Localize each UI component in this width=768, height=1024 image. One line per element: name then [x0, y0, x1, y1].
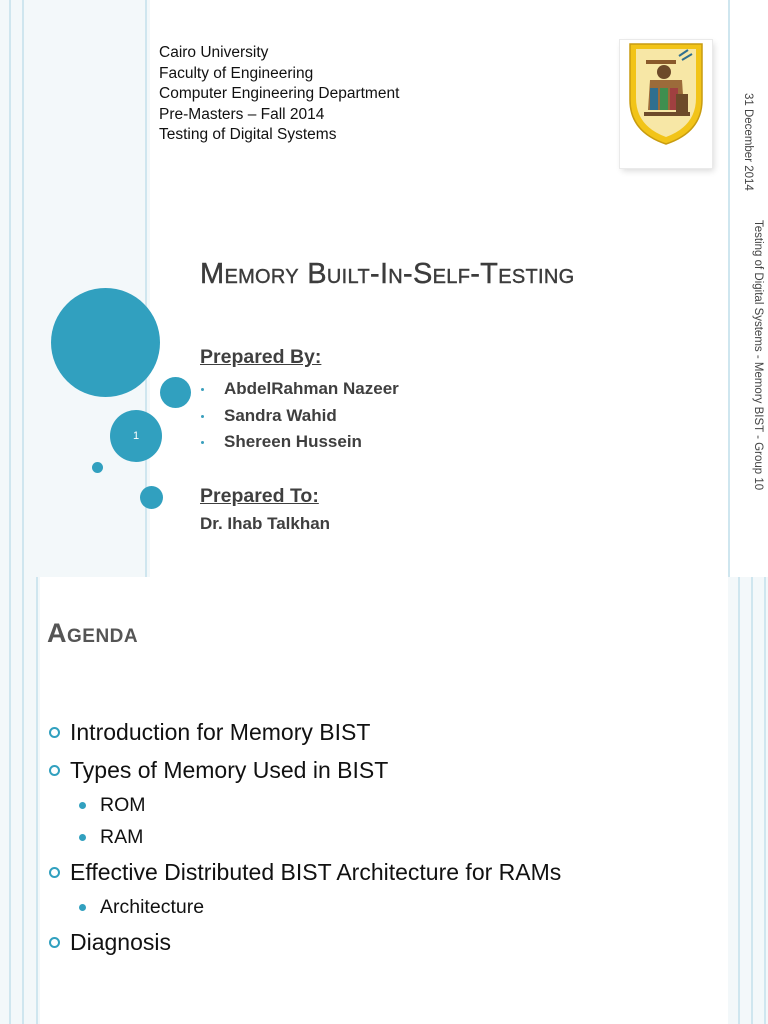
- university-line: Pre-Masters – Fall 2014: [159, 105, 325, 123]
- bullet-icon: [201, 441, 204, 444]
- university-line: Cairo University: [159, 44, 269, 61]
- agenda-subitem-label: ROM: [100, 794, 146, 816]
- decor-circle: [160, 377, 191, 408]
- university-line: Computer Engineering Department: [159, 85, 400, 103]
- decor-line: [764, 577, 766, 1024]
- agenda-item-label: Effective Distributed BIST Architecture …: [70, 859, 562, 885]
- side-caption: Testing of Digital Systems - Memory BIST…: [752, 220, 764, 491]
- dot-bullet-icon: [79, 802, 86, 809]
- decor-line: [22, 577, 24, 1024]
- decor-line: [36, 577, 38, 1024]
- author-name: AbdelRahman Nazeer: [224, 379, 399, 398]
- university-line: Faculty of Engineering: [159, 64, 314, 82]
- slide-date: 31 December 2014: [742, 93, 754, 191]
- decor-line: [751, 577, 753, 1024]
- list-item: RAM: [47, 821, 561, 853]
- left-decor-band: [0, 0, 150, 577]
- decor-line: [9, 0, 11, 577]
- ring-bullet-icon: [49, 867, 60, 878]
- list-item: Effective Distributed BIST Architecture …: [47, 853, 561, 891]
- list-item: ROM: [47, 789, 561, 821]
- bullet-icon: [201, 388, 204, 391]
- agenda-subitem-label: RAM: [100, 826, 144, 848]
- list-item: Sandra Wahid: [200, 403, 399, 430]
- decor-circle: [140, 486, 163, 509]
- agenda-list: Introduction for Memory BIST Types of Me…: [47, 713, 561, 961]
- page-number: 1: [132, 430, 140, 442]
- decor-circle: [51, 288, 160, 397]
- list-item: Diagnosis: [47, 923, 561, 961]
- decor-line: [145, 0, 147, 577]
- slide-title: Memory Built-In-Self-Testing: [200, 258, 575, 290]
- university-line: Testing of Digital Systems: [159, 126, 337, 144]
- agenda-item-label: Introduction for Memory BIST: [70, 719, 371, 745]
- ring-bullet-icon: [49, 765, 60, 776]
- decor-line: [9, 577, 11, 1024]
- agenda-subitem-label: Architecture: [100, 896, 205, 918]
- decor-line: [728, 0, 730, 577]
- decor-line: [738, 577, 740, 1024]
- list-item: Introduction for Memory BIST: [47, 713, 561, 751]
- university-info: Cairo University Faculty of Engineering …: [159, 43, 399, 146]
- list-item: Types of Memory Used in BIST: [47, 751, 561, 789]
- list-item: Shereen Hussein: [200, 429, 399, 456]
- agenda-item-label: Diagnosis: [70, 929, 171, 955]
- list-item: AbdelRahman Nazeer: [200, 376, 399, 403]
- page-number-badge: 1: [110, 410, 162, 462]
- agenda-title: Agenda: [47, 618, 139, 648]
- prepared-to-heading: Prepared To:: [200, 485, 319, 507]
- prepared-to-name: Dr. Ihab Talkhan: [200, 514, 331, 533]
- bullet-icon: [201, 414, 204, 418]
- cairo-university-logo-icon: [620, 40, 712, 168]
- prepared-by-heading: Prepared By:: [200, 346, 322, 368]
- author-name: Sandra Wahid: [224, 405, 337, 425]
- agenda-item-label: Types of Memory Used in BIST: [70, 757, 389, 783]
- dot-bullet-icon: [79, 904, 86, 911]
- decor-circle: [92, 462, 103, 473]
- author-list: AbdelRahman Nazeer Sandra Wahid Shereen …: [200, 376, 399, 456]
- author-name: Shereen Hussein: [224, 432, 362, 451]
- dot-bullet-icon: [79, 834, 86, 841]
- left-decor-band: [0, 577, 40, 1024]
- ring-bullet-icon: [49, 937, 60, 948]
- agenda-slide: Agenda Introduction for Memory BIST Type…: [0, 577, 768, 1024]
- list-item: Architecture: [47, 891, 561, 923]
- title-slide: 1 Cairo University Faculty of Engineerin…: [0, 0, 764, 577]
- ring-bullet-icon: [49, 727, 60, 738]
- decor-line: [22, 0, 24, 577]
- right-decor-band: [728, 577, 768, 1024]
